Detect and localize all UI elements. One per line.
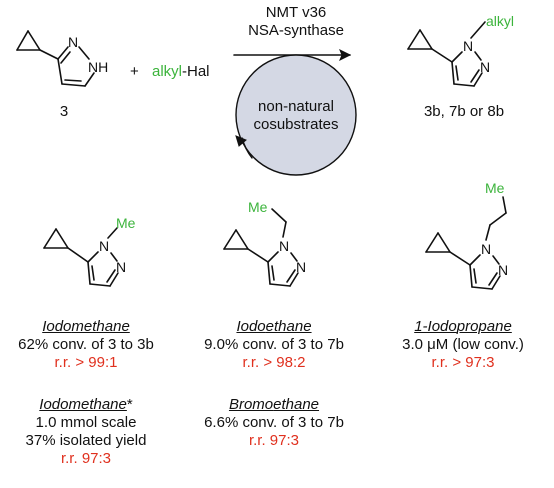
- entry-conversion: 9.0% conv. of 3 to 7b: [204, 336, 344, 353]
- entry-iodomethane: Iodomethane 62% conv. of 3 to 3b r.r. > …: [18, 318, 154, 372]
- reactant-label: 3: [59, 103, 69, 120]
- entry-iodomethane-scale: Iodomethane* 1.0 mmol scale 37% isolated…: [26, 396, 147, 468]
- alkyl-halide: alkyl-Hal: [152, 63, 210, 81]
- entry-rr: r.r. 97:3: [248, 432, 300, 449]
- entry-conversion: 3.0 μM (low conv.): [402, 336, 524, 353]
- entry-rr: r.r. 97:3: [60, 450, 112, 467]
- entry-reagent: Iodomethane: [42, 318, 130, 335]
- entry-reagent: 1-Iodopropane: [414, 318, 512, 335]
- entry-bromoethane: Bromoethane 6.6% conv. of 3 to 7b r.r. 9…: [204, 396, 344, 450]
- enzyme-line-2: NSA-synthase: [248, 22, 344, 39]
- cycle-line-2: cosubstrates: [253, 116, 339, 133]
- enzyme-line-1: NMT v36: [265, 4, 327, 21]
- entry-reagent: Iodoethane: [236, 318, 312, 335]
- cycle-label: non-natural cosubstrates: [253, 98, 338, 134]
- entry-rr: r.r. > 97:3: [431, 354, 495, 371]
- entry-conversion: 62% conv. of 3 to 3b: [18, 336, 154, 353]
- hal-text: -Hal: [182, 63, 210, 80]
- entry-reagent: Iodomethane*: [39, 396, 133, 413]
- entry-rr: r.r. > 99:1: [54, 354, 118, 371]
- plus-sign: +: [130, 63, 139, 80]
- entry-rr: r.r. > 98:2: [242, 354, 306, 371]
- entry-1-iodopropane: 1-Iodopropane 3.0 μM (low conv.) r.r. > …: [402, 318, 524, 372]
- alkyl-text: alkyl: [152, 63, 183, 80]
- entry-yield: 37% isolated yield: [25, 432, 147, 449]
- cycle-line-1: non-natural: [258, 98, 334, 115]
- product-label: 3b, 7b or 8b: [423, 103, 505, 120]
- entry-iodoethane: Iodoethane 9.0% conv. of 3 to 7b r.r. > …: [204, 318, 344, 372]
- entry-scale: 1.0 mmol scale: [35, 414, 137, 431]
- entry-reagent: Bromoethane: [228, 396, 320, 413]
- entry-conversion: 6.6% conv. of 3 to 7b: [204, 414, 344, 431]
- enzyme-label: NMT v36 NSA-synthase: [248, 4, 344, 40]
- cosubstrate-cycle: [235, 54, 357, 176]
